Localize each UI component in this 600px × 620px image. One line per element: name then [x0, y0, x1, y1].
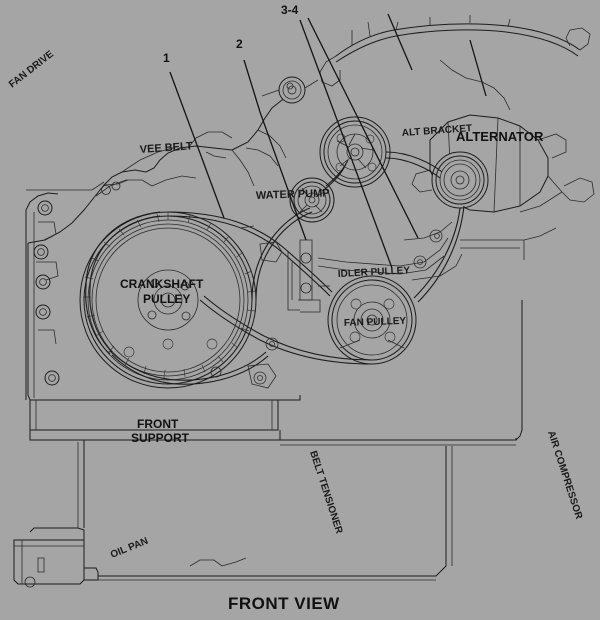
- label-fan-pulley: FAN PULLEY: [344, 316, 407, 329]
- leader-lines: [169, 13, 487, 269]
- engine-housing-outline: [27, 95, 523, 446]
- bracketry: [287, 175, 595, 311]
- label-front-support-line2: SUPPORT: [131, 431, 190, 445]
- callout-1: 1: [163, 51, 170, 65]
- accessory-pulley-small: [261, 76, 319, 104]
- lower-center-bracket: [189, 446, 453, 581]
- label-idler-pulley: IDLER PULLEY: [338, 265, 411, 280]
- oil-pan: [13, 440, 240, 588]
- label-crankshaft-pulley-line2: PULLEY: [143, 292, 190, 306]
- label-oil-pan: OIL PAN: [109, 536, 150, 561]
- crankshaft-pulley: [79, 211, 257, 389]
- label-vee-belt-upper: VEE BELT: [139, 140, 193, 156]
- lower-pulley: [327, 275, 417, 365]
- label-belt-tensioner: BELT TENSIONER: [307, 450, 344, 536]
- label-air-compressor: AIR COMPRESSOR: [545, 430, 584, 522]
- figure-title: FRONT VIEW: [228, 594, 340, 613]
- label-water-pump: WATER PUMP: [256, 187, 330, 202]
- fan-drive-pulley: [319, 116, 391, 188]
- alternator: [411, 114, 567, 213]
- vee-belt-routing: [85, 151, 465, 385]
- label-crankshaft-pulley-line1: CRANKSHAFT: [120, 277, 204, 291]
- idler-pulley: [289, 177, 335, 223]
- callout-2: 2: [236, 37, 243, 51]
- hardware-details: [210, 82, 330, 389]
- label-front-support-line1: FRONT: [137, 417, 179, 431]
- label-fan-drive: FAN DRIVE: [7, 49, 56, 91]
- upper-tube: [319, 15, 591, 111]
- label-alternator-bracket: ALT BRACKET: [401, 123, 472, 139]
- label-alternator: ALTERNATOR: [456, 129, 544, 144]
- upper-left-bracket: [95, 129, 287, 197]
- left-mounting-flange: [25, 181, 105, 400]
- callout-3-4: 3-4: [281, 3, 299, 17]
